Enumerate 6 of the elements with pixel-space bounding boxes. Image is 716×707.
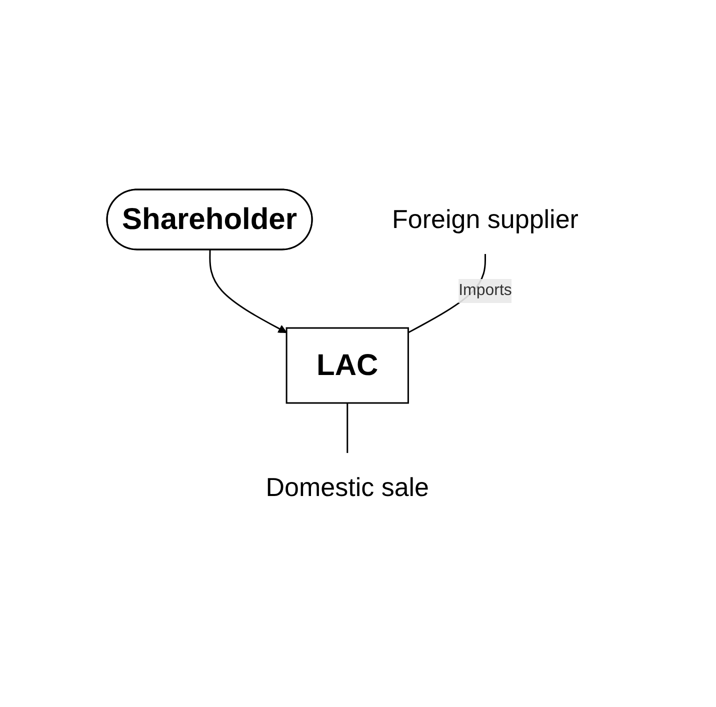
node-text: Foreign supplier	[392, 204, 579, 234]
connector	[346, 403, 348, 453]
arrow	[209, 250, 288, 334]
node-text: Domestic sale	[266, 472, 430, 502]
node-box: LAC	[286, 327, 410, 404]
edge-label: Imports	[458, 282, 512, 299]
